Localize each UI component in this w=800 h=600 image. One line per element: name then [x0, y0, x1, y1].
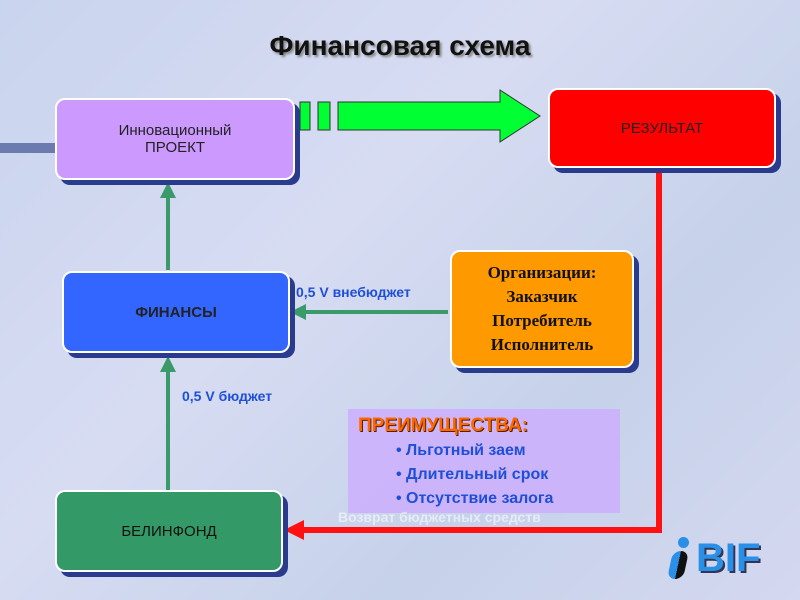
green-arrow-project-result [299, 89, 541, 143]
arrow-belinfond-finance [160, 356, 176, 490]
result-label: РЕЗУЛЬТАТ [620, 119, 704, 137]
advantage-item: • Льготный заем [396, 442, 526, 459]
project-label: Инновационный ПРОЕКТ [118, 122, 232, 156]
belinfond-label: БЕЛИНФОНД [121, 522, 217, 540]
project-box: Инновационный ПРОЕКТ [55, 98, 295, 180]
orgs-item: Исполнитель [490, 335, 594, 354]
extrabudget-label: 0,5 V внебюджет [296, 284, 411, 300]
orgs-item: Потребитель [492, 311, 592, 330]
left-bar [0, 143, 55, 153]
orgs-heading: Организации: [487, 263, 597, 282]
advantages-panel: ПРЕИМУЩЕСТВА: • Льготный заем • Длительн… [348, 409, 620, 513]
advantage-item: • Длительный срок [396, 466, 549, 483]
orgs-box: Организации: Заказчик Потребитель Исполн… [450, 250, 634, 368]
belinfond-box: БЕЛИНФОНД [55, 490, 283, 572]
finance-box: ФИНАНСЫ [62, 271, 290, 353]
arrow-result-belinfond [284, 166, 662, 540]
arrow-orgs-finance [290, 304, 448, 320]
budget-label: 0,5 V бюджет [182, 388, 273, 404]
result-box: РЕЗУЛЬТАТ [548, 88, 776, 168]
advantages-heading: ПРЕИМУЩЕСТВА: [358, 415, 529, 436]
info-i-icon [667, 536, 690, 581]
orgs-item: Заказчик [506, 287, 578, 306]
advantage-item: • Отсутствие залога [396, 490, 554, 507]
page-title: Финансовая схема [269, 30, 531, 61]
return-label: Возврат бюджетных средств [338, 509, 541, 525]
arrow-finance-project [160, 182, 176, 270]
bif-logo: BIF [667, 536, 760, 581]
finance-label: ФИНАНСЫ [135, 303, 217, 321]
